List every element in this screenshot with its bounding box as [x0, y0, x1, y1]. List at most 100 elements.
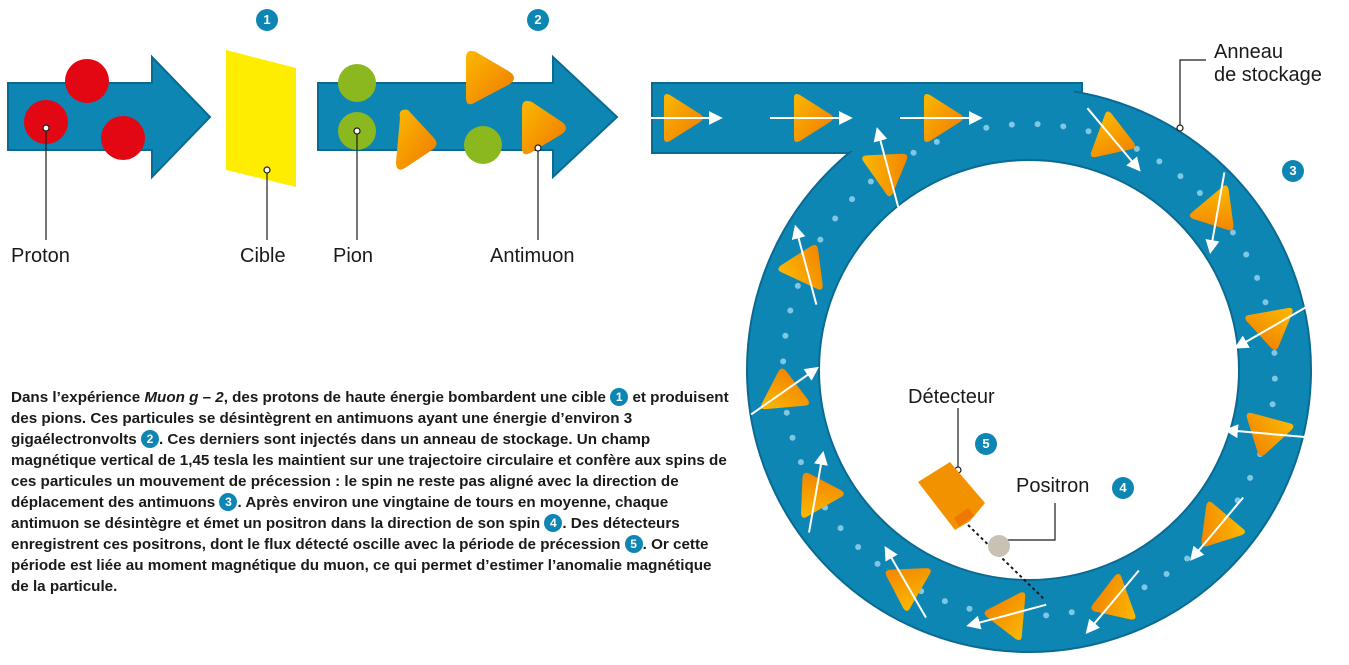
- ring-dot: [1034, 121, 1041, 128]
- ring-antimuon: [1234, 306, 1307, 350]
- spin-arrow-icon: [1189, 496, 1244, 561]
- ring-dot: [983, 124, 990, 131]
- label-cible: Cible: [240, 245, 286, 267]
- ring-dot: [1229, 229, 1236, 236]
- ring-dot: [1043, 612, 1050, 619]
- ring-dot: [783, 409, 790, 416]
- ring-dot: [1243, 251, 1250, 258]
- ring-dot: [910, 149, 917, 156]
- ring-dot: [1068, 609, 1075, 616]
- ring-antimuon: [1085, 569, 1140, 634]
- spin-arrow-icon: [1085, 569, 1140, 634]
- spin-arrow-icon: [750, 366, 819, 416]
- ring-dot: [874, 560, 881, 567]
- spin-arrow-icon: [1234, 306, 1307, 349]
- caption-text: . Or cette période est liée au moment ma…: [11, 536, 712, 595]
- caption-badge-1: 1: [610, 388, 629, 406]
- caption-text: , des protons de haute énergie bombarden…: [223, 389, 611, 406]
- ring-antimuon: [1086, 107, 1141, 172]
- ring-dot: [1269, 401, 1276, 408]
- spin-arrow-icon: [1205, 172, 1226, 255]
- caption-experiment-name: Muon g – 2: [144, 389, 224, 406]
- proton-particle: [24, 100, 68, 144]
- caption-text: et produisent des pions. Ces particules …: [11, 389, 729, 448]
- ring-antimuon: [1189, 496, 1245, 561]
- ring-antimuon: [750, 366, 819, 416]
- ring-dot: [941, 598, 948, 605]
- caption-paragraph: Dans l’expérience Muon g – 2, des proton…: [11, 387, 731, 597]
- spin-arrow-icon: [1223, 424, 1307, 439]
- ring-dot: [780, 358, 787, 365]
- ring-dot: [933, 138, 940, 145]
- ring-antimuons: [640, 94, 1307, 641]
- caption-text: . Des détecteurs enregistrent ces positr…: [11, 515, 680, 553]
- spin-arrow-icon: [808, 450, 828, 533]
- label-anneau-line2: de stockage: [1214, 64, 1322, 86]
- ring-dot: [1008, 121, 1015, 128]
- ring-antimuon: [1223, 412, 1307, 456]
- positron-particle: [988, 535, 1010, 557]
- ring-dot: [1271, 349, 1278, 356]
- label-positron: Positron: [1016, 475, 1090, 497]
- ring-dot: [966, 605, 973, 612]
- ring-dot: [1085, 128, 1092, 135]
- ring-dot: [1254, 274, 1261, 281]
- step-badge-3: 3: [1282, 160, 1304, 182]
- ring-dot: [1177, 173, 1184, 180]
- ring-antimuon: [900, 94, 983, 142]
- ring-dot: [797, 459, 804, 466]
- ring-antimuon: [1189, 172, 1234, 255]
- proton-particle: [101, 116, 145, 160]
- ring-dot: [1156, 158, 1163, 165]
- ring-dot: [1141, 584, 1148, 591]
- caption-text: . Ces derniers sont injectés dans un ann…: [11, 431, 727, 511]
- ring-dot: [855, 543, 862, 550]
- step-badge-5: 5: [975, 433, 997, 455]
- detector-block: [918, 462, 985, 530]
- ring-antimuon: [778, 224, 823, 305]
- ring-dot: [782, 332, 789, 339]
- label-detecteur: Détecteur: [908, 386, 995, 408]
- caption-text: . Après environ une vingtaine de tours e…: [11, 494, 669, 532]
- label-anneau-line1: Anneau: [1214, 41, 1283, 63]
- ring-antimuon: [640, 94, 723, 142]
- caption-badge-4: 4: [544, 514, 563, 532]
- step-badge-2: 2: [527, 9, 549, 31]
- spin-arrow-icon: [884, 545, 927, 619]
- storage-ring-inner-edge: [818, 159, 1240, 581]
- pion-particle: [338, 64, 376, 102]
- ring-antimuon: [801, 450, 844, 533]
- spin-arrow-icon: [873, 127, 900, 208]
- ring-dot: [789, 434, 796, 441]
- ring-dot: [1262, 299, 1269, 306]
- spin-arrow-icon: [966, 603, 1047, 630]
- spin-arrow-icon: [791, 224, 818, 305]
- proton-beam-arrow: [7, 54, 212, 180]
- storage-ring: [747, 88, 1311, 652]
- ring-dot: [1133, 145, 1140, 152]
- ring-dot: [794, 282, 801, 289]
- ring-dot: [849, 196, 856, 203]
- caption-badge-5: 5: [624, 535, 643, 553]
- ring-antimuon: [966, 592, 1047, 641]
- proton-particle: [65, 59, 109, 103]
- ring-dot: [1247, 474, 1254, 481]
- detector-window: [953, 507, 975, 527]
- label-antimuon: Antimuon: [490, 245, 575, 267]
- ring-dot: [867, 178, 874, 185]
- label-pion: Pion: [333, 245, 374, 267]
- caption-badge-3: 3: [219, 493, 238, 511]
- step-badge-4: 4: [1112, 477, 1134, 499]
- ring-antimuon: [770, 94, 853, 142]
- ring-dot: [1184, 555, 1191, 562]
- ring-dot: [837, 525, 844, 532]
- antimuon-particle: [466, 50, 514, 105]
- ring-dot: [1196, 190, 1203, 197]
- caption-text: Dans l’expérience: [11, 389, 145, 406]
- ring-dot: [832, 215, 839, 222]
- target-cible: [226, 50, 296, 187]
- ring-antimuon: [884, 545, 931, 619]
- ring-dot: [1163, 570, 1170, 577]
- pion-particle: [464, 126, 502, 164]
